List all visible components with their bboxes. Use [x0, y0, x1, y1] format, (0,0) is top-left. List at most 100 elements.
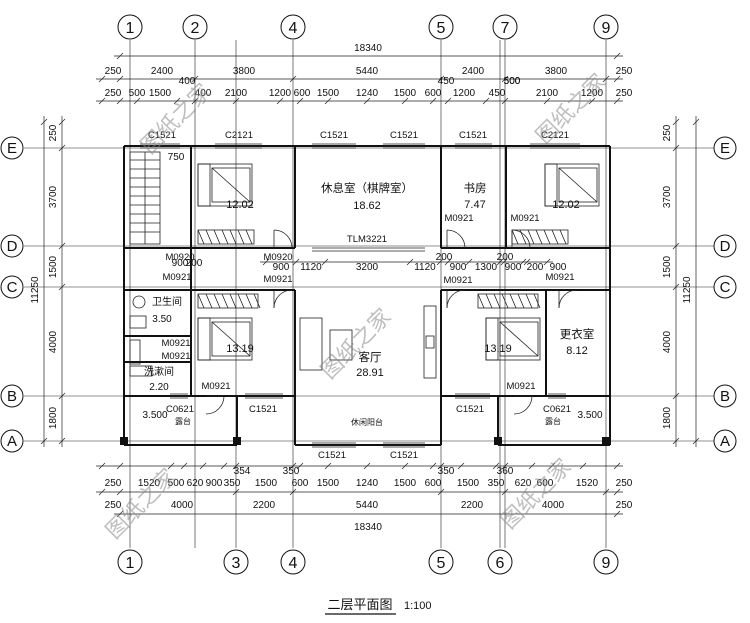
- axis-label-right: B: [720, 388, 730, 405]
- door-tag: M0920: [263, 252, 292, 263]
- title-text: 二层平面图: [327, 597, 392, 612]
- dim-text: 900: [505, 262, 522, 273]
- wardrobe-hatch: [197, 229, 205, 245]
- sofa: [299, 317, 323, 371]
- window-tag: C1521: [390, 450, 418, 461]
- dim-tick: [58, 392, 66, 400]
- drawing-title: 二层平面图 1:100: [325, 597, 432, 615]
- column: [602, 437, 610, 445]
- dim-tick: [672, 242, 680, 250]
- dim-tick: [173, 97, 181, 105]
- axis-label-right: D: [720, 238, 731, 255]
- window-tag: C1521: [318, 450, 346, 461]
- wardrobe-hatch: [535, 229, 543, 245]
- dim-text: 200: [436, 252, 453, 263]
- dim-tick: [232, 462, 240, 470]
- dimension-texts: 18340 250 2400 3800 5440 2400 3800 250 4…: [105, 43, 633, 533]
- dim-text: 900: [450, 262, 467, 273]
- wardrobe-hatch: [493, 293, 501, 309]
- axis-bubble: [0, 275, 24, 299]
- dim-text: 1120: [414, 262, 436, 273]
- door-tag: M0921: [263, 274, 292, 285]
- dim-text: 4000: [542, 500, 565, 511]
- window-tag: C2121: [225, 130, 253, 141]
- dim-tick: [167, 462, 175, 470]
- bed-cover: [211, 167, 251, 203]
- axis-bubble: [182, 14, 208, 40]
- dim-tick: [191, 97, 199, 105]
- tv: [425, 335, 435, 349]
- axis-label-right: C: [720, 279, 731, 296]
- dim-tick: [496, 258, 504, 266]
- wardrobe-hatch: [559, 229, 567, 245]
- dim-text: 360: [497, 466, 514, 477]
- axis-bubble: [117, 549, 143, 575]
- bed-mattress: [211, 167, 251, 203]
- dim-tick: [501, 97, 509, 105]
- dim-text: 200: [497, 252, 514, 263]
- dim-tick: [543, 258, 551, 266]
- dim-tick: [613, 52, 621, 60]
- dim-text: 250: [616, 66, 633, 77]
- dim-text: 1200: [269, 88, 292, 99]
- axis-bubble: [0, 384, 24, 408]
- door-tag: M0921: [545, 272, 574, 283]
- dim-text: 4000: [48, 330, 59, 353]
- dim-tick: [116, 97, 124, 105]
- room-name-terrace-right: 露台: [545, 416, 561, 426]
- dim-tick: [289, 462, 297, 470]
- elevation-mark-left: 3.500: [142, 410, 167, 421]
- room-name-lounge: 休息室（棋牌室）: [321, 181, 413, 195]
- dim-text: 620: [187, 478, 204, 489]
- dim-text: 11250: [682, 276, 693, 304]
- dim-tick: [436, 258, 444, 266]
- room-area-wash: 2.20: [149, 382, 169, 393]
- room-name-bath: 卫生间: [152, 295, 182, 308]
- wardrobe-hatch: [237, 293, 245, 309]
- bed-mattress: [499, 321, 539, 357]
- dim-tick: [613, 488, 621, 496]
- dim-tick: [613, 462, 621, 470]
- wardrobe-hatch: [229, 229, 237, 245]
- dim-tick: [519, 258, 527, 266]
- dim-total-top: 18340: [354, 43, 382, 54]
- bed-cover: [558, 167, 598, 203]
- dim-text: 500: [504, 76, 521, 87]
- axis-label-bottom: 4: [289, 555, 298, 572]
- door-swing: [446, 229, 466, 249]
- door-tag: M0921: [161, 351, 190, 362]
- dim-tick: [232, 488, 240, 496]
- wardrobe-hatch: [551, 229, 559, 245]
- dim-text: 900: [172, 258, 189, 269]
- corridor-dimensions: 900 1120 3200 1120 900 1300 200 900 200 …: [168, 152, 567, 273]
- dim-tick: [482, 97, 490, 105]
- dim-text: 2100: [536, 88, 559, 99]
- dim-tick: [324, 97, 332, 105]
- axis-label-bottom: 3: [232, 555, 241, 572]
- dim-tick: [98, 462, 106, 470]
- dim-text: 1500: [457, 478, 480, 489]
- dim-text: 250: [616, 88, 633, 99]
- dim-tick: [523, 258, 531, 266]
- dim-text: 250: [616, 478, 633, 489]
- wardrobe-hatch: [205, 293, 213, 309]
- dim-text: 11250: [30, 276, 41, 304]
- wardrobe-hatch: [245, 229, 253, 245]
- dim-text: 250: [105, 500, 122, 511]
- dim-tick: [58, 437, 66, 445]
- dim-text: 620: [515, 478, 532, 489]
- axis-bubble: [487, 549, 513, 575]
- axis-label-bottom: 5: [437, 555, 446, 572]
- dim-tick: [401, 97, 409, 105]
- dim-text: 600: [292, 478, 309, 489]
- dim-tick: [548, 462, 556, 470]
- dim-tick: [501, 488, 509, 496]
- dim-tick: [133, 97, 141, 105]
- dim-text: 1240: [356, 88, 379, 99]
- dim-tick: [457, 462, 465, 470]
- dim-tick: [429, 97, 437, 105]
- wardrobe-hatch: [533, 293, 541, 309]
- dim-tick: [363, 97, 371, 105]
- dim-text: 250: [105, 66, 122, 77]
